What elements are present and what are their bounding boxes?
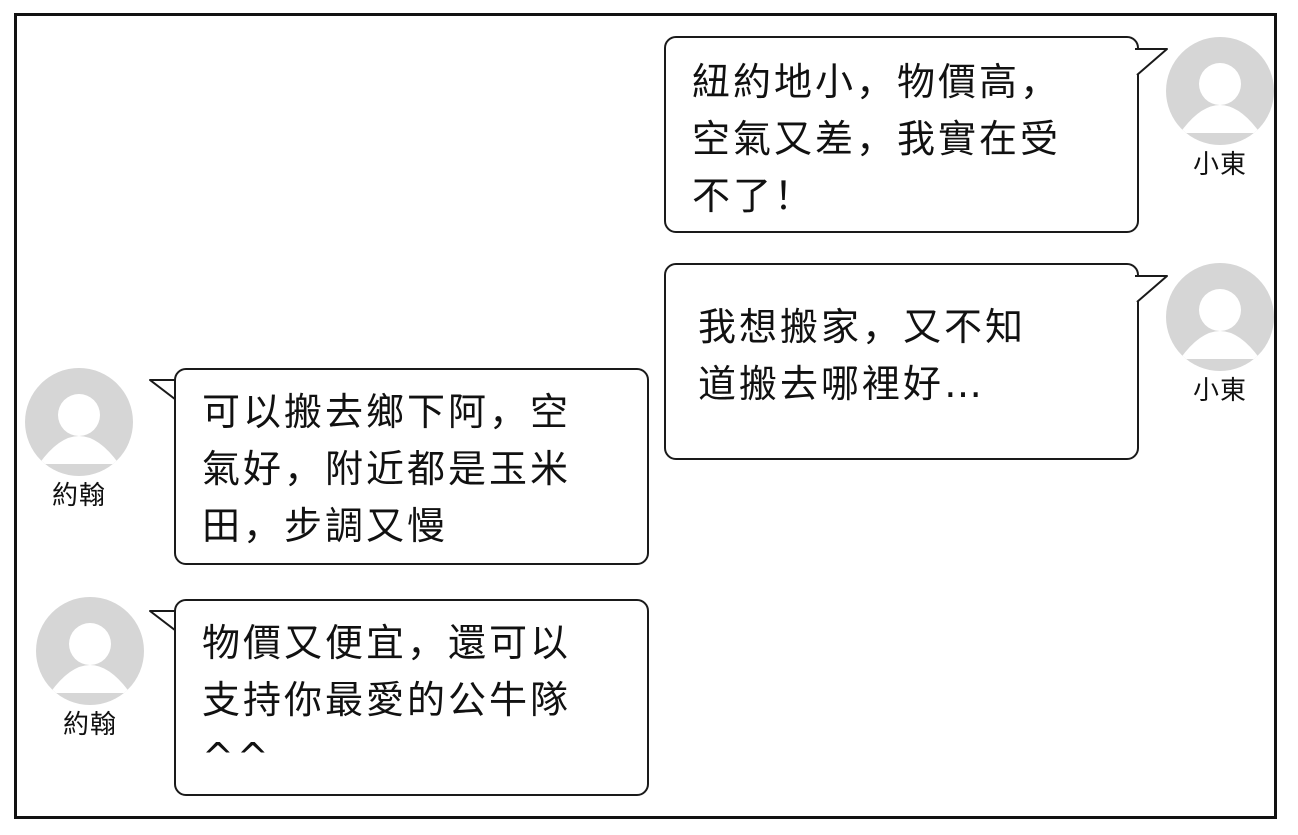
bubble-tail-right <box>1135 48 1168 76</box>
user-avatar-icon[interactable] <box>1166 37 1274 145</box>
bubble-tail-right <box>1135 275 1168 303</box>
bubble-text-line: 氣好，附近都是玉米 <box>202 447 572 491</box>
sender-name: 小東 <box>1192 376 1247 406</box>
bubble-text-line: 不了！ <box>692 174 816 218</box>
bubble-text-line: 我想搬家，又不知 <box>698 305 1027 349</box>
sender-name: 約翰 <box>62 710 117 740</box>
bubble-text-line: ^^ <box>202 735 272 779</box>
speech-bubble: 我想搬家，又不知 道搬去哪裡好… <box>664 263 1139 460</box>
bubble-text-line: 可以搬去鄉下阿，空 <box>202 390 572 434</box>
bubble-text-line: 田，步調又慢 <box>202 504 449 548</box>
comic-panel-frame: 紐約地小，物價高， 空氣又差，我實在受 不了！ 小東 我想搬家，又不知 道搬去哪… <box>14 13 1277 819</box>
bubble-text-line: 空氣又差，我實在受 <box>692 117 1062 161</box>
speech-bubble: 紐約地小，物價高， 空氣又差，我實在受 不了！ <box>664 36 1139 233</box>
sender-name: 約翰 <box>51 481 106 511</box>
speech-bubble: 可以搬去鄉下阿，空 氣好，附近都是玉米 田，步調又慢 <box>174 368 649 565</box>
user-avatar-icon[interactable] <box>36 597 144 705</box>
bubble-text-line: 支持你最愛的公牛隊 <box>202 678 572 722</box>
user-avatar-icon[interactable] <box>25 368 133 476</box>
bubble-text-line: 物價又便宜，還可以 <box>202 621 572 665</box>
bubble-text-line: 紐約地小，物價高， <box>692 60 1062 104</box>
bubble-text-line: 道搬去哪裡好… <box>698 362 986 406</box>
user-avatar-icon[interactable] <box>1166 263 1274 371</box>
sender-name: 小東 <box>1192 150 1247 180</box>
speech-bubble: 物價又便宜，還可以 支持你最愛的公牛隊 ^^ <box>174 599 649 796</box>
